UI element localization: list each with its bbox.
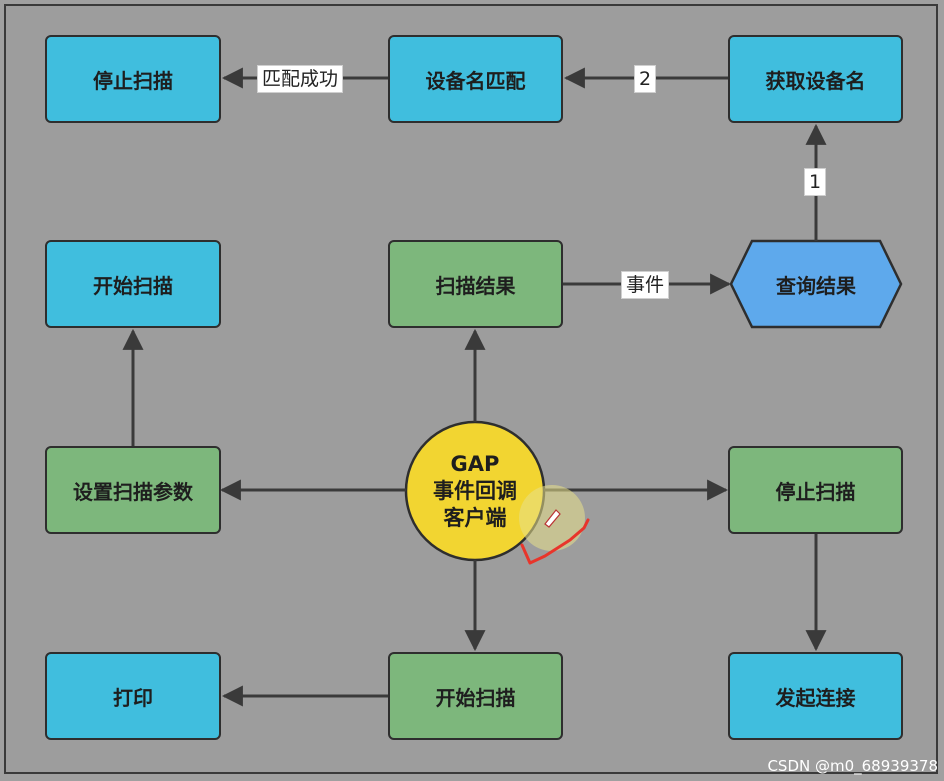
node-get-device-name: 获取设备名 (728, 35, 903, 123)
node-initiate-connection: 发起连接 (728, 652, 903, 740)
edge-label-match-success: 匹配成功 (257, 65, 344, 93)
pencil-icon (544, 509, 561, 528)
node-start-scan-bottom: 开始扫描 (388, 652, 563, 740)
center-line-2: 事件回调 (433, 478, 517, 503)
pen-annotation (520, 518, 590, 565)
edge-label-event: 事件 (621, 271, 670, 299)
node-query-result: 查询结果 (776, 273, 856, 298)
node-device-name-match: 设备名匹配 (388, 35, 563, 123)
node-print: 打印 (45, 652, 221, 740)
node-set-scan-params: 设置扫描参数 (45, 446, 221, 534)
watermark: CSDN @m0_68939378 (767, 757, 938, 775)
node-stop-scan-right: 停止扫描 (728, 446, 903, 534)
center-line-1: GAP (450, 451, 500, 476)
edge-label-step-2: 2 (634, 65, 657, 93)
edge-label-step-1: 1 (804, 168, 827, 196)
node-gap-client: GAP 事件回调 客户端 (405, 421, 545, 561)
node-scan-result: 扫描结果 (388, 240, 563, 328)
node-start-scan-top: 开始扫描 (45, 240, 221, 328)
center-line-3: 客户端 (443, 505, 507, 530)
node-stop-scan-top: 停止扫描 (45, 35, 221, 123)
